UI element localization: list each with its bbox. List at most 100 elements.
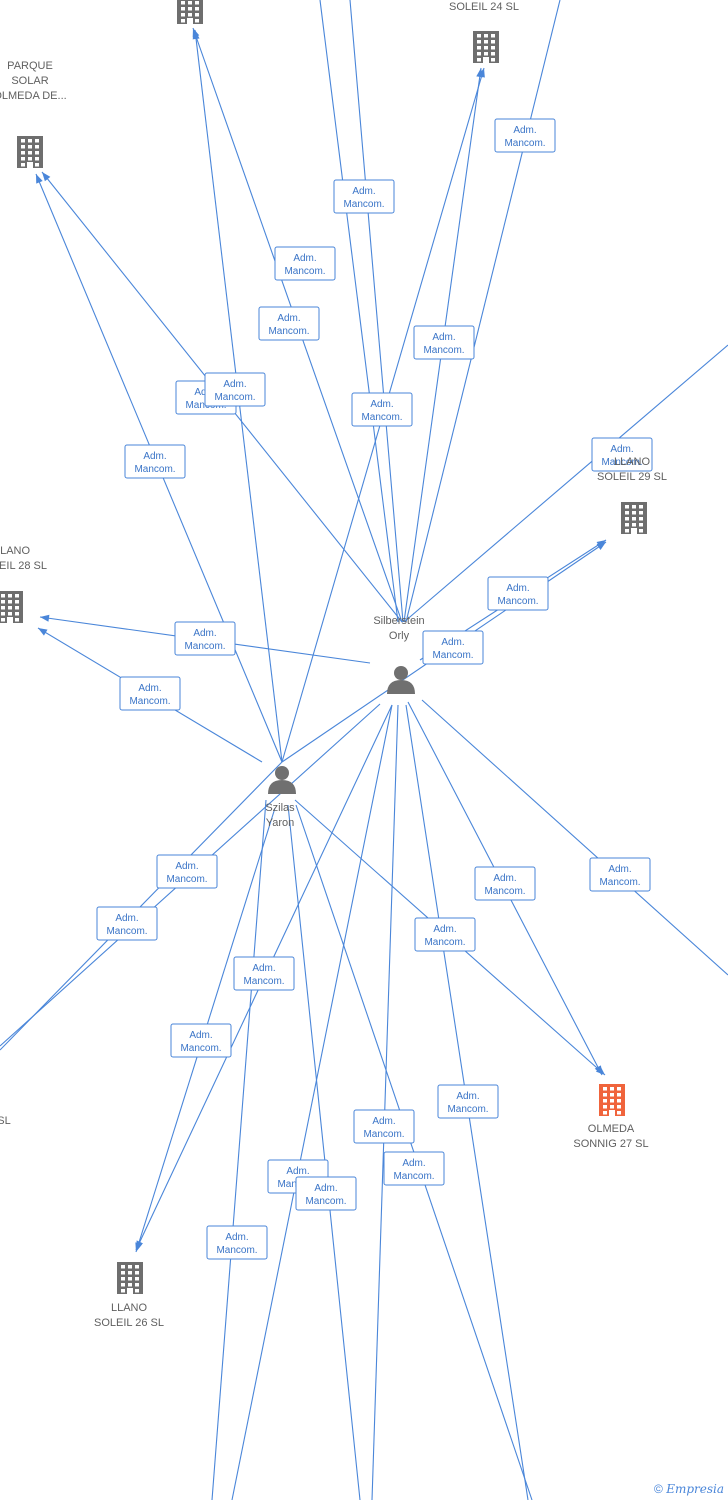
building-icon	[473, 31, 499, 63]
role-label-line-1: Adm.	[293, 253, 316, 264]
role-label-box	[96, 906, 158, 941]
node-name-line: SOLEIL 26 SL	[94, 1317, 164, 1329]
role-label-box	[413, 325, 475, 360]
role-label[interactable]: Adm.Mancom.	[591, 437, 653, 472]
role-label[interactable]: Adm.Mancom.	[233, 956, 295, 991]
edge-line	[421, 699, 728, 976]
role-label[interactable]: Adm.Mancom.	[258, 306, 320, 341]
role-label-line-1: Adm.	[175, 861, 198, 872]
footer: © Empresia	[654, 1482, 724, 1496]
role-label[interactable]: Adm.Mancom.	[437, 1084, 499, 1119]
role-label[interactable]: Adm.Mancom.	[174, 621, 236, 656]
role-label[interactable]: Adm. Mancom.	[333, 179, 395, 214]
role-label-line-2: Mancom.	[361, 412, 402, 423]
building-icon	[621, 502, 647, 534]
role-label-line-2: Mancom.	[601, 457, 642, 468]
node-name-line: Silberstein	[373, 615, 424, 627]
role-label[interactable]: Adm.Mancom.	[487, 576, 549, 611]
person-icon	[387, 666, 415, 694]
role-label[interactable]: Adm. Mancom.	[274, 246, 336, 281]
building-icon	[17, 136, 43, 168]
role-label-line-2: Mancom.	[284, 266, 325, 277]
building-icon	[599, 1084, 625, 1116]
role-label-line-2: Mancom.	[268, 326, 309, 337]
role-label-box	[591, 437, 653, 472]
role-label-line-2: Mancom.	[129, 696, 170, 707]
edge-line	[211, 799, 267, 1500]
role-label-line-1: Adm.	[513, 125, 536, 136]
building-icon	[117, 1262, 143, 1294]
role-label-line-1: Adm.	[456, 1091, 479, 1102]
role-label-line-2: Mancom.	[363, 1129, 404, 1140]
role-label[interactable]: Adm.Mancom.	[124, 444, 186, 479]
node-name-line: OLMEDA DE...	[0, 90, 67, 102]
role-label-line-1: Adm.	[252, 963, 275, 974]
role-label[interactable]: Adm.Mancom.	[170, 1023, 232, 1058]
edge-arrowhead	[192, 30, 200, 40]
role-label-line-1: Adm.	[370, 399, 393, 410]
role-label-line-2: Mancom.	[180, 1043, 221, 1054]
role-label-box	[474, 866, 536, 901]
role-label-line-2: Mancom.	[484, 886, 525, 897]
role-label[interactable]: Adm.Mancom.	[204, 372, 266, 407]
edge-arrowhead	[596, 542, 606, 550]
role-label[interactable]: Adm.Mancom.	[383, 1151, 445, 1186]
role-label[interactable]: Adm.Mancom.	[589, 857, 651, 892]
role-label-line-2: Mancom.	[134, 464, 175, 475]
company-node-leftsl[interactable]: SL	[0, 1044, 11, 1127]
role-label[interactable]: Adm.Mancom.	[295, 1176, 357, 1211]
role-label[interactable]: Adm. Mancom.	[206, 1225, 268, 1260]
role-label[interactable]: Adm.Mancom.	[494, 118, 556, 153]
role-label-box	[333, 179, 395, 214]
role-label-box	[295, 1176, 357, 1211]
edge-line	[349, 0, 404, 623]
role-label[interactable]: Adm.Mancom.	[413, 325, 475, 360]
role-label-line-2: Mancom.	[166, 874, 207, 885]
role-label-box	[437, 1084, 499, 1119]
role-label-line-2: Mancom.	[216, 1245, 257, 1256]
role-label-line-1: Adm.	[223, 379, 246, 390]
role-label[interactable]: Adm.Mancom.	[422, 630, 484, 665]
role-label-box	[204, 372, 266, 407]
role-label[interactable]: Adm.Mancom.	[96, 906, 158, 941]
edge-labels: Adm. Mancom. Adm. Mancom. Adm. Mancom. Adm. Man…	[96, 118, 653, 1260]
edge-arrowhead	[136, 1240, 143, 1250]
role-label-line-1: Adm.	[402, 1158, 425, 1169]
role-label-line-1: Adm.	[225, 1232, 248, 1243]
role-label-line-2: Mancom.	[106, 926, 147, 937]
role-label-line-2: Mancom.	[497, 596, 538, 607]
company-node-top[interactable]	[177, 0, 203, 24]
role-label[interactable]: Adm. Mancom.	[351, 392, 413, 427]
brand-logo[interactable]: Empresia	[666, 1482, 724, 1496]
node-name-line: SOLEIL 24 SL	[449, 1, 519, 13]
copyright-symbol: ©	[654, 1482, 663, 1496]
role-label-box	[414, 917, 476, 952]
role-label-box	[351, 392, 413, 427]
role-label-box	[233, 956, 295, 991]
node-name-line: SOLEIL 29 SL	[597, 471, 667, 483]
role-label[interactable]: Adm.Mancom.	[119, 676, 181, 711]
role-label-line-1: Adm.	[352, 186, 375, 197]
edge-line	[405, 0, 561, 623]
role-label-line-1: Adm.	[286, 1166, 309, 1177]
node-name-line: SOLAR	[11, 75, 48, 87]
edge-line	[319, 0, 399, 623]
role-label-box	[274, 246, 336, 281]
node-name-line: Szilas	[265, 802, 295, 814]
role-label[interactable]: Adm.Mancom.	[353, 1109, 415, 1144]
role-label-box	[383, 1151, 445, 1186]
role-label[interactable]: Adm.Mancom.	[414, 917, 476, 952]
role-label[interactable]: Adm.Mancom.	[474, 866, 536, 901]
role-label[interactable]: Adm. Mancom.	[156, 854, 218, 889]
role-label-line-2: Mancom.	[343, 199, 384, 210]
edge-arrowhead	[478, 68, 485, 78]
role-label-line-2: Mancom.	[432, 650, 473, 661]
